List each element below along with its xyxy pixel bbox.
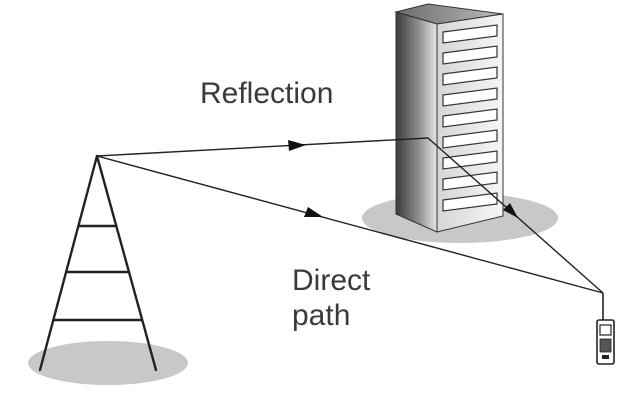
direct-path-label: Direct path [292,263,370,334]
tower [38,154,158,372]
phone-button [602,355,609,359]
reflection-arrow-1 [288,140,306,151]
building [394,3,504,233]
tower-ground-shadow [28,341,188,385]
tower-right-leg [95,154,158,372]
direct-path-label-line2: path [292,299,351,333]
tower-left-leg [38,154,99,372]
direct-path-arrow [304,207,323,217]
reflection-arrow-2 [503,203,518,218]
arrowheads [288,140,518,218]
phone-screen [599,324,612,336]
phone-keypad [599,338,612,353]
building-windows [442,24,498,212]
direct-path-label-line1: Direct [292,264,371,297]
reflection-path-incident [96,137,429,157]
direct-path-line [96,155,604,294]
building-front [395,11,438,233]
mobile-phone [596,293,615,365]
reflection-label: Reflection [200,77,334,110]
